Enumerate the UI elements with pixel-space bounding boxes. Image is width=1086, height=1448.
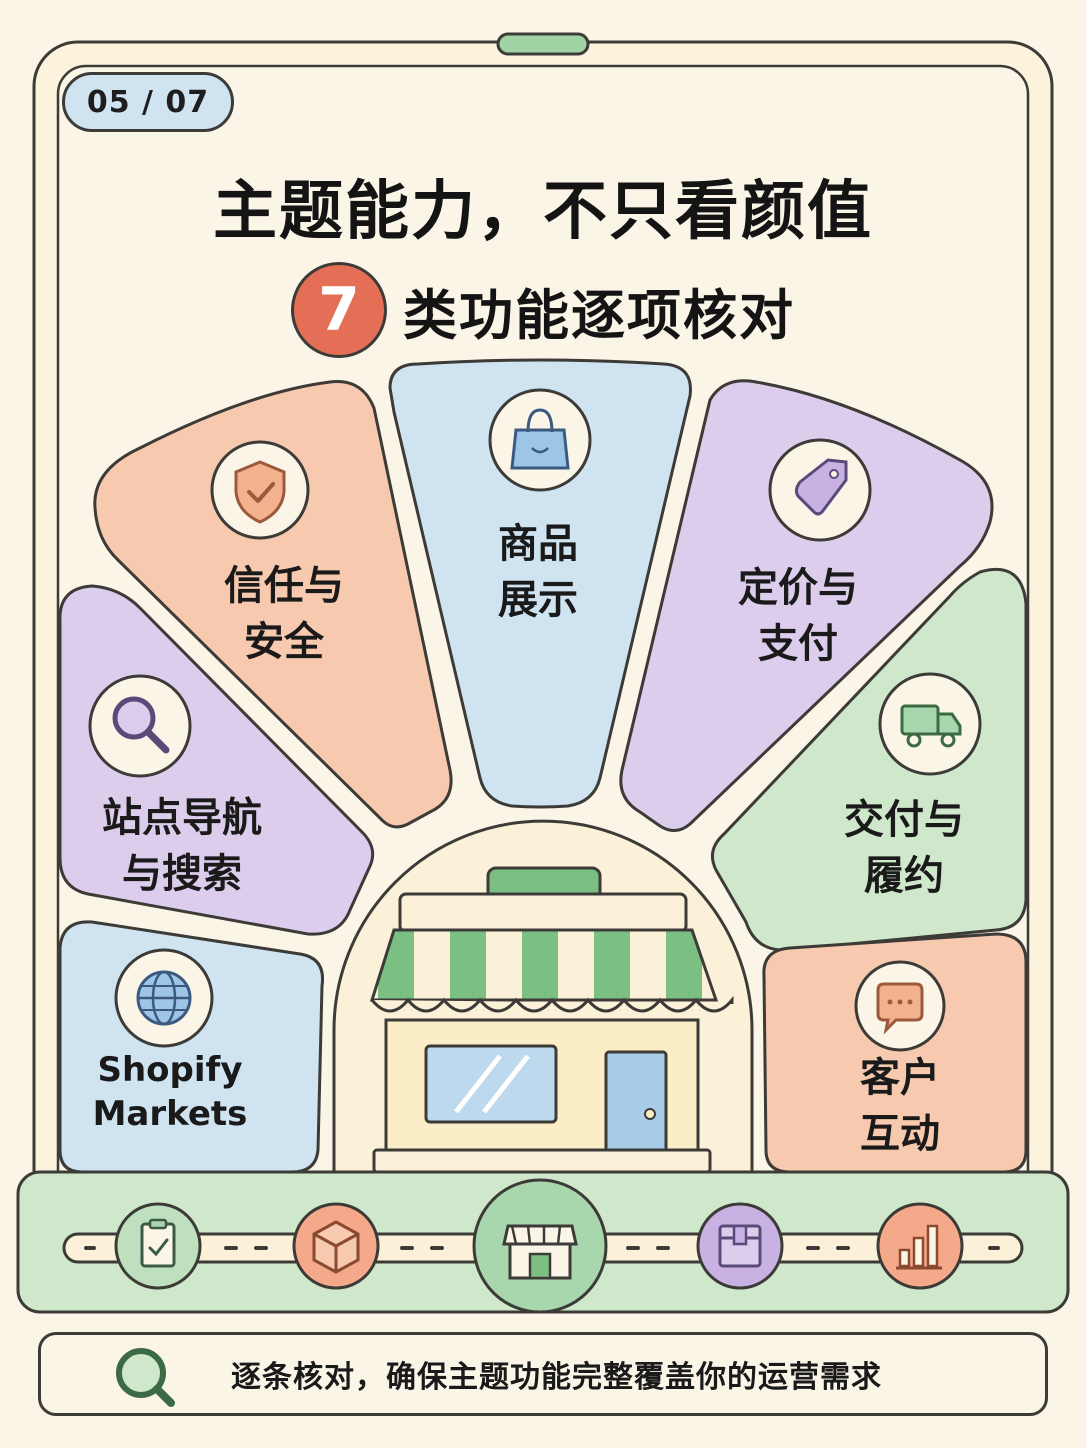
shield-check-icon: [210, 440, 310, 540]
clipboard-check-icon: [114, 1202, 202, 1290]
segment-delivery: [710, 567, 1028, 952]
feature-count-badge: 7: [291, 262, 387, 358]
segment-product: [388, 358, 692, 809]
bar-chart-icon: [876, 1202, 964, 1290]
price-tag-icon: [768, 438, 872, 542]
footer-text: 逐条核对，确保主题功能完整覆盖你的运营需求: [231, 1360, 882, 1395]
delivery-truck-icon: [878, 672, 982, 776]
segment-pricing: [619, 379, 994, 832]
box-icon: [292, 1202, 380, 1290]
category-customer-engagement: 客户 互动: [860, 1055, 940, 1157]
tablet-camera-bar: [496, 32, 590, 56]
category-pricing-payment: 定价与 支付: [738, 565, 858, 667]
footer-banner: 逐条核对，确保主题功能完整覆盖你的运营需求: [38, 1332, 1048, 1416]
magnifier-icon: [88, 674, 192, 778]
page-title: 主题能力，不只看颜值: [213, 175, 873, 249]
storefront-icon: [472, 1178, 608, 1314]
page-indicator: 05 / 07: [62, 72, 234, 132]
page-subtitle: 7 类功能逐项核对: [0, 262, 1086, 358]
search-icon: [116, 1348, 175, 1407]
category-delivery-fulfillment: 交付与 履约: [844, 797, 964, 899]
category-trust-security: 信任与 安全: [224, 563, 344, 665]
shopping-bag-icon: [488, 388, 592, 492]
segment-customer: [762, 932, 1028, 1174]
category-navigation-search: 站点导航 与搜索: [102, 795, 262, 897]
storefront-illustration: [369, 866, 734, 1174]
package-icon: [696, 1202, 784, 1290]
category-shopify-markets: Shopify Markets: [92, 1050, 248, 1134]
chat-bubble-icon: [854, 960, 946, 1052]
subtitle-text: 类功能逐项核对: [403, 283, 795, 347]
category-product-display: 商品 展示: [498, 521, 578, 623]
segment-trust: [93, 380, 453, 829]
segment-navigation: [58, 584, 375, 936]
globe-icon: [114, 948, 214, 1048]
